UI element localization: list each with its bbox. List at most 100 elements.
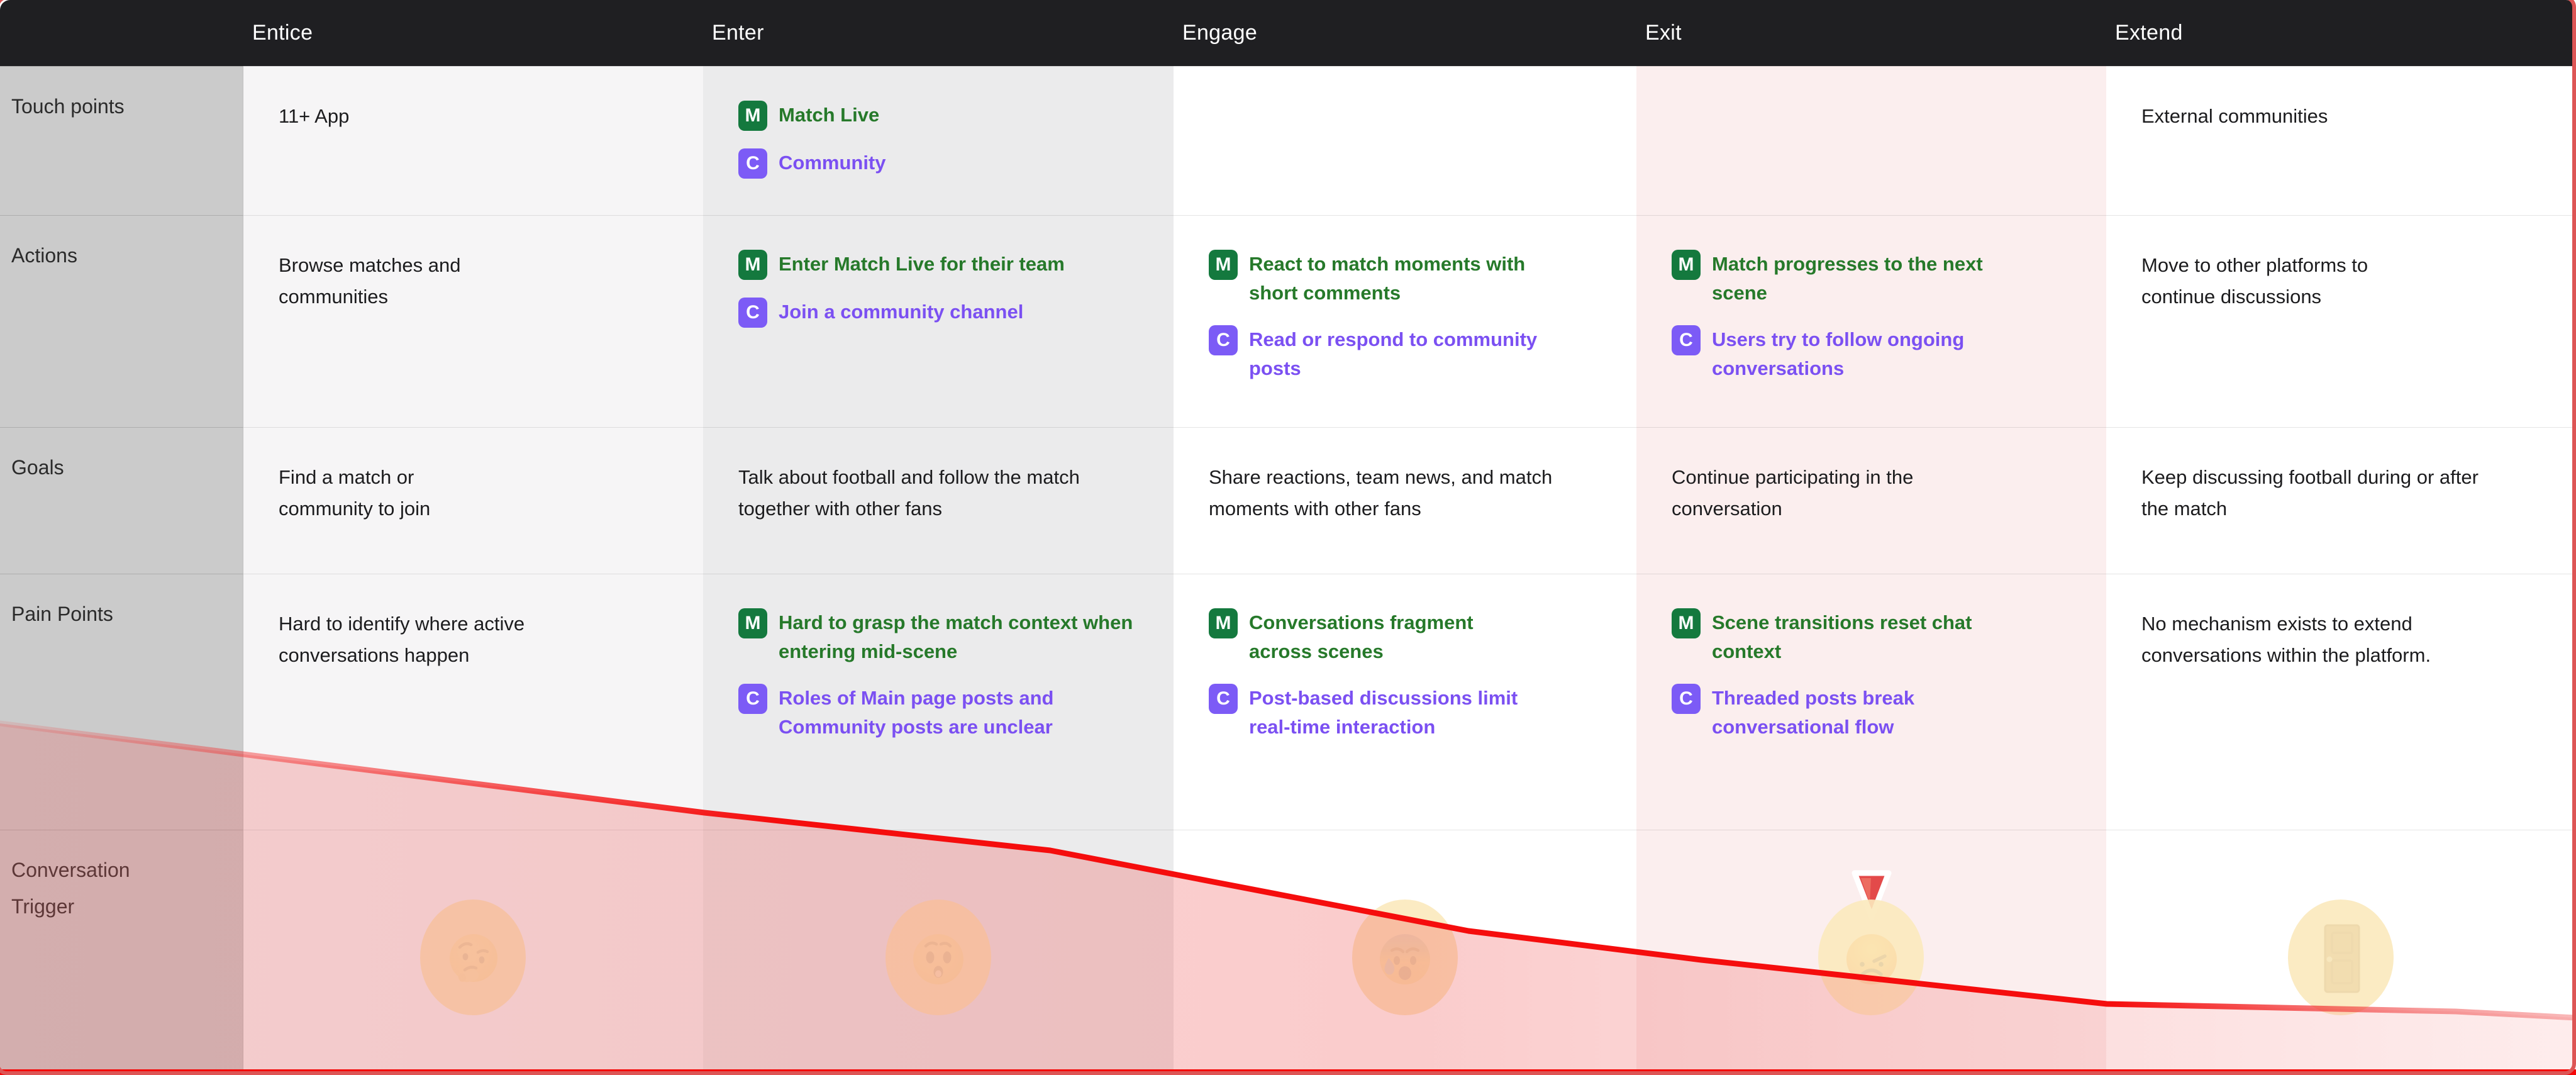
stage-header-label: Extend: [2115, 21, 2183, 45]
cell-actions-entice: Browse matches and communities: [243, 215, 703, 427]
cell-goals-engage: Share reactions, team news, and match mo…: [1174, 427, 1636, 574]
match-live-badge: M: [1672, 608, 1701, 638]
cell-actions-extend: Move to other platforms to continue disc…: [2106, 215, 2576, 427]
cell-actions-enter: M Enter Match Live for their team C Join…: [703, 215, 1174, 427]
stage-header-label: Engage: [1182, 21, 1258, 45]
item-text: Enter Match Live for their team: [779, 253, 1065, 275]
cell-touch-points-engage: [1174, 66, 1636, 215]
stage-header-extend: Extend: [2106, 0, 2576, 66]
community-badge: C: [738, 298, 767, 328]
cell-text: Keep discussing football during or after…: [2141, 466, 2479, 520]
row-label-touch-points: Touch points: [0, 66, 243, 215]
stage-header-enter: Enter: [703, 0, 1174, 66]
item-text: Conversations fragment across scenes: [1249, 611, 1474, 662]
hushed-face-icon: [913, 933, 963, 984]
cell-text: Hard to identify where active conversati…: [279, 613, 525, 666]
match-live-badge: M: [738, 608, 767, 638]
cell-touch-points-exit: [1636, 66, 2106, 215]
match-live-item: M Scene transitions reset chat context: [1672, 608, 2081, 666]
item-text: Match Live: [779, 104, 880, 126]
header-corner-cell: [0, 0, 243, 66]
cell-goals-exit: Continue participating in the conversati…: [1636, 427, 2106, 574]
stage-header-label: Entice: [252, 21, 313, 45]
anxious-face-with-sweat-icon: [1380, 933, 1430, 984]
door-icon: [2324, 924, 2360, 993]
row-label-actions: Actions: [0, 215, 243, 427]
cell-text: Share reactions, team news, and match mo…: [1209, 466, 1553, 520]
item-text: Community: [779, 152, 886, 174]
item-text: Post-based discussions limit real-time i…: [1249, 687, 1518, 738]
community-item: C Users try to follow ongoing conversati…: [1672, 325, 2081, 383]
item-text: React to match moments with short commen…: [1249, 253, 1526, 304]
item-text: Scene transitions reset chat context: [1712, 611, 1972, 662]
cell-actions-exit: M Match progresses to the next scene C U…: [1636, 215, 2106, 427]
cell-pain-points-enter: M Hard to grasp the match context when e…: [703, 574, 1174, 830]
stage-header-label: Exit: [1645, 21, 1682, 45]
item-text: Roles of Main page posts and Community p…: [779, 687, 1054, 738]
cell-text: Talk about football and follow the match…: [738, 466, 1080, 520]
match-live-badge: M: [738, 101, 767, 131]
match-live-item: M Conversations fragment across scenes: [1209, 608, 1611, 666]
community-badge: C: [738, 684, 767, 714]
cell-goals-extend: Keep discussing football during or after…: [2106, 427, 2576, 574]
community-badge: C: [1672, 684, 1701, 714]
match-live-item: M Match Live: [738, 101, 1148, 131]
cell-touch-points-extend: External communities: [2106, 66, 2576, 215]
community-item: C Roles of Main page posts and Community…: [738, 684, 1148, 742]
cell-text: Browse matches and communities: [279, 254, 461, 308]
stage-header-exit: Exit: [1636, 0, 2106, 66]
cell-touch-points-enter: M Match Live C Community: [703, 66, 1174, 215]
match-live-item: M Match progresses to the next scene: [1672, 250, 2081, 308]
item-text: Read or respond to community posts: [1249, 328, 1538, 379]
cell-trigger-extend: [2106, 830, 2576, 1075]
community-badge: C: [1209, 325, 1238, 355]
community-badge: C: [1672, 325, 1701, 355]
cell-text: Continue participating in the conversati…: [1672, 466, 1914, 520]
thinking-face-icon: [449, 933, 497, 982]
stage-header-engage: Engage: [1174, 0, 1636, 66]
item-text: Match progresses to the next scene: [1712, 253, 1983, 304]
match-live-badge: M: [738, 250, 767, 280]
cell-pain-points-extend: No mechanism exists to extend conversati…: [2106, 574, 2576, 830]
cell-trigger-engage: [1174, 830, 1636, 1075]
cell-touch-points-entice: 11+ App: [243, 66, 703, 215]
cell-text: Find a match or community to join: [279, 466, 431, 520]
row-label-conversation-trigger: Conversation Trigger: [0, 830, 243, 1075]
cell-trigger-entice: [243, 830, 703, 1075]
row-label-text: Touch points: [11, 95, 125, 118]
cell-trigger-enter: [703, 830, 1174, 1075]
cell-pain-points-entice: Hard to identify where active conversati…: [243, 574, 703, 830]
cell-pain-points-engage: M Conversations fragment across scenes C…: [1174, 574, 1636, 830]
cell-text: Move to other platforms to continue disc…: [2141, 254, 2368, 308]
row-label-text: Goals: [11, 456, 64, 479]
community-item: C Community: [738, 148, 1148, 179]
cell-text: External communities: [2141, 105, 2328, 127]
row-label-text: Actions: [11, 244, 77, 267]
community-item: C Threaded posts break conversational fl…: [1672, 684, 2081, 742]
item-text: Hard to grasp the match context when ent…: [779, 611, 1133, 662]
match-live-item: M Enter Match Live for their team: [738, 250, 1148, 280]
item-text: Threaded posts break conversational flow: [1712, 687, 1915, 738]
match-live-item: M React to match moments with short comm…: [1209, 250, 1611, 308]
cell-text: 11+ App: [279, 105, 350, 127]
match-live-item: M Hard to grasp the match context when e…: [738, 608, 1148, 666]
row-label-text: Pain Points: [11, 603, 113, 625]
match-live-badge: M: [1209, 250, 1238, 280]
community-item: C Post-based discussions limit real-time…: [1209, 684, 1611, 742]
row-label-pain-points: Pain Points: [0, 574, 243, 830]
community-item: C Join a community channel: [738, 298, 1148, 328]
item-text: Join a community channel: [779, 301, 1024, 323]
trigger-marker-icon: [1852, 870, 1891, 920]
stage-header-label: Enter: [712, 21, 764, 45]
community-item: C Read or respond to community posts: [1209, 325, 1611, 383]
match-live-badge: M: [1209, 608, 1238, 638]
row-label-text: Conversation Trigger: [11, 859, 130, 918]
community-badge: C: [1209, 684, 1238, 714]
match-live-badge: M: [1672, 250, 1701, 280]
cell-text: No mechanism exists to extend conversati…: [2141, 613, 2431, 666]
stage-header-entice: Entice: [243, 0, 703, 66]
cell-actions-engage: M React to match moments with short comm…: [1174, 215, 1636, 427]
cell-goals-enter: Talk about football and follow the match…: [703, 427, 1174, 574]
